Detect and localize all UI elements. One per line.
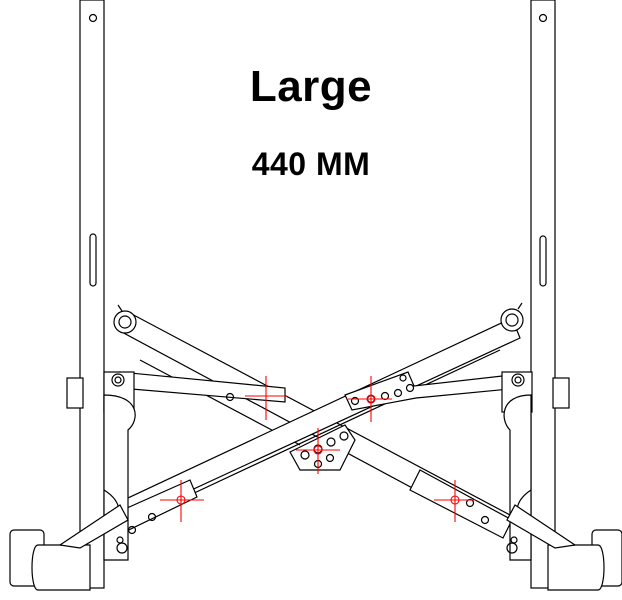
link-bar-lower-right [409,469,513,539]
marker-lower-left [160,480,204,522]
dimension-label: 440 MM [251,146,371,182]
marker-center [296,428,340,474]
marker-lower-right [434,480,476,522]
marker-upper-left [245,376,287,420]
size-label: Large [249,62,373,111]
marker-upper-right [348,376,392,422]
upright-left [9,0,137,591]
upright-right [500,0,622,591]
reference-markers [160,376,476,522]
